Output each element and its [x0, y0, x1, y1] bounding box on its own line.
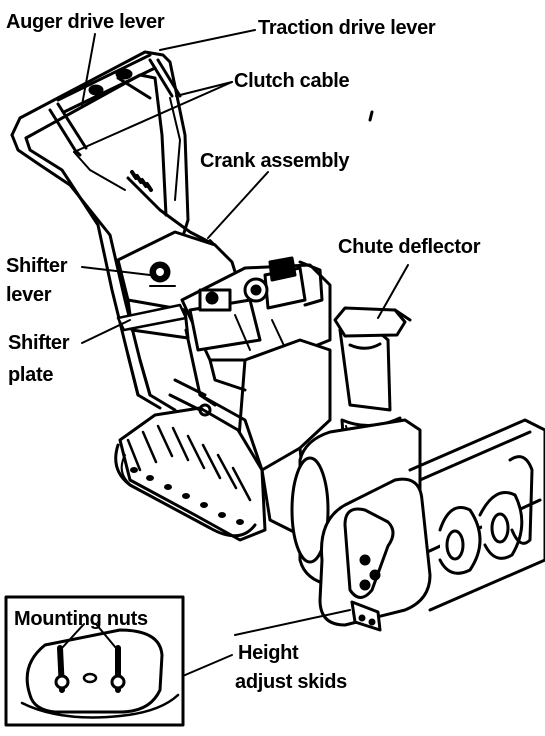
- label-shifter-lever-1: Shifter: [6, 255, 68, 277]
- label-auger-drive-lever: Auger drive lever: [6, 11, 165, 33]
- shifter-plate-drawing: [116, 303, 188, 332]
- track-unit: [114, 393, 267, 542]
- label-shifter-plate-2: plate: [8, 364, 54, 386]
- label-shifter-plate-1: Shifter: [8, 332, 70, 354]
- chute-deflector-drawing: [333, 306, 412, 338]
- leader-lines: [73, 29, 409, 691]
- label-mounting-nuts: Mounting nuts: [14, 608, 148, 630]
- mounting-nuts-inset: [4, 595, 185, 727]
- label-clutch-cable: Clutch cable: [234, 70, 350, 92]
- label-height-adjust-skids-2: adjust skids: [235, 671, 347, 693]
- label-shifter-lever-2: lever: [6, 284, 52, 306]
- label-crank-assembly: Crank assembly: [200, 150, 350, 172]
- clutch-cable-lines: [73, 97, 181, 201]
- auger-side-plate: [318, 477, 432, 632]
- label-height-adjust-skids-1: Height: [238, 642, 299, 664]
- label-chute-deflector: Chute deflector: [338, 236, 481, 258]
- label-traction-drive-lever: Traction drive lever: [258, 17, 436, 39]
- auger-drive-lever: [48, 84, 104, 157]
- traction-drive-lever: [115, 68, 152, 100]
- stray-mark: [368, 110, 374, 122]
- engine-block: [180, 256, 332, 362]
- lower-frame: [126, 353, 207, 412]
- auger-spirals: [438, 455, 534, 575]
